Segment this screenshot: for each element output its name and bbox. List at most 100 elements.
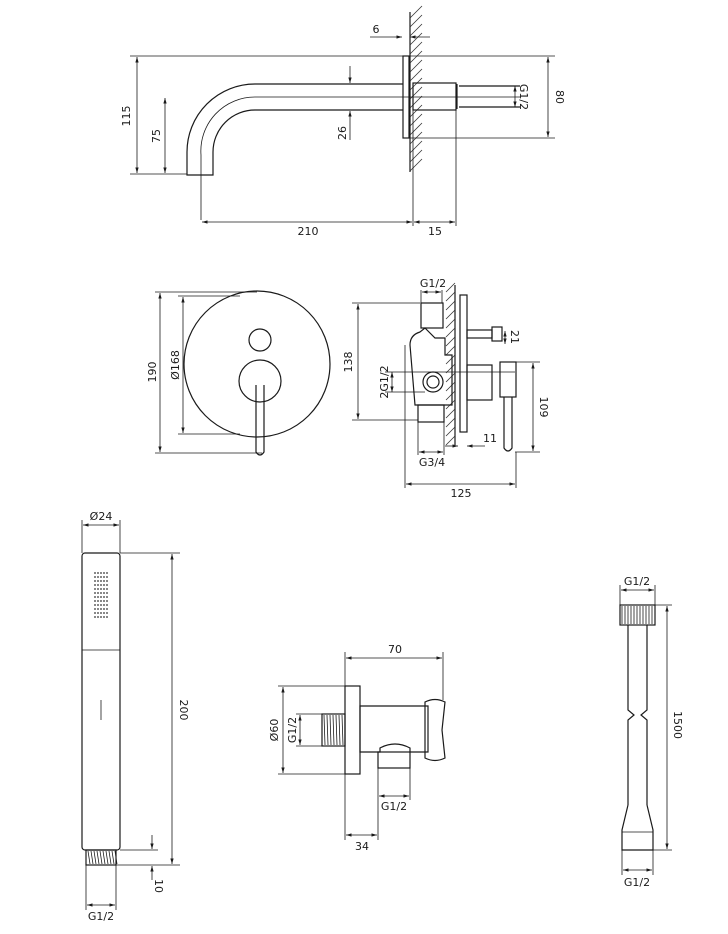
hatch-line bbox=[445, 291, 456, 302]
mixer-lever bbox=[255, 385, 265, 456]
nozzle-dot bbox=[97, 608, 99, 610]
shower-holder bbox=[424, 698, 446, 762]
hatch-line bbox=[332, 714, 335, 746]
dim-1500: 1500 bbox=[671, 711, 684, 739]
nozzle-dot bbox=[94, 604, 96, 606]
nozzle-dot bbox=[106, 584, 108, 586]
dim-24: Ø24 bbox=[90, 510, 113, 523]
hatch-line bbox=[445, 417, 456, 428]
nozzle-dot bbox=[97, 576, 99, 578]
dim-15: 15 bbox=[428, 225, 442, 238]
hatch-line bbox=[445, 282, 456, 293]
nozzle-dot bbox=[106, 600, 108, 602]
inlet-bottom-thread: G3/4 bbox=[419, 456, 445, 469]
nozzle-dot bbox=[106, 604, 108, 606]
nozzle-dot bbox=[94, 616, 96, 618]
hatch-line bbox=[341, 714, 344, 746]
dim-34: 34 bbox=[355, 840, 369, 853]
hatch-line bbox=[409, 50, 423, 64]
hatch-line bbox=[114, 850, 118, 865]
dim-115: 115 bbox=[120, 106, 133, 127]
hatch-line bbox=[329, 714, 332, 746]
hatch-line bbox=[445, 372, 456, 383]
spout-pipe bbox=[186, 83, 403, 176]
dim-26: 26 bbox=[336, 126, 349, 140]
hatch-line bbox=[409, 104, 423, 118]
hatch-line bbox=[102, 850, 106, 865]
nozzle-dot bbox=[103, 584, 105, 586]
inlet-top-thread: G1/2 bbox=[420, 277, 446, 290]
hose-top-thread: G1/2 bbox=[624, 575, 650, 588]
nozzle-dot bbox=[106, 576, 108, 578]
nozzle-dot bbox=[100, 576, 102, 578]
nozzle-dot bbox=[100, 596, 102, 598]
nozzle-dot bbox=[103, 612, 105, 614]
hatch-line bbox=[409, 5, 423, 19]
hatch-line bbox=[445, 435, 456, 446]
hatch-line bbox=[409, 41, 423, 55]
nozzle-dot bbox=[94, 588, 96, 590]
nozzle-dot bbox=[97, 596, 99, 598]
nozzle-dot bbox=[100, 600, 102, 602]
dim-210: 210 bbox=[298, 225, 319, 238]
mixer-front-drawing: 190 Ø168 bbox=[146, 290, 331, 456]
dim-168: Ø168 bbox=[169, 350, 182, 380]
nozzle-dot bbox=[106, 608, 108, 610]
hatch-line bbox=[409, 158, 423, 172]
hatch-line bbox=[338, 714, 341, 746]
hatch-line bbox=[409, 59, 423, 73]
hose-bottom-nut bbox=[621, 804, 654, 851]
nozzle-dot bbox=[103, 588, 105, 590]
elbow-thread bbox=[321, 713, 346, 747]
hatch-line bbox=[105, 850, 109, 865]
hatch-line bbox=[99, 850, 103, 865]
dim-70: 70 bbox=[388, 643, 402, 656]
nozzle-dot bbox=[100, 604, 102, 606]
hatch-line bbox=[111, 850, 115, 865]
spout-thread: G1/2 bbox=[517, 84, 530, 110]
nozzle-dot bbox=[106, 616, 108, 618]
dim-21: 21 bbox=[508, 330, 521, 344]
hatch-line bbox=[445, 300, 456, 311]
hatch-line bbox=[445, 408, 456, 419]
nozzle-dot bbox=[106, 572, 108, 574]
nozzle-dot bbox=[100, 592, 102, 594]
nozzle-dot bbox=[103, 572, 105, 574]
dim-80: 80 bbox=[553, 90, 566, 104]
nozzle-dot bbox=[103, 608, 105, 610]
hatch-line bbox=[445, 318, 456, 329]
hatch-line bbox=[409, 32, 423, 46]
nozzle-dot bbox=[106, 592, 108, 594]
hatch-line bbox=[445, 426, 456, 437]
nozzle-dot bbox=[97, 580, 99, 582]
nozzle-dot bbox=[100, 612, 102, 614]
mixer-handle-base bbox=[238, 359, 282, 403]
dim-11: 11 bbox=[483, 432, 497, 445]
nozzle-dot bbox=[97, 572, 99, 574]
nozzle-dot bbox=[103, 600, 105, 602]
nozzle-dot bbox=[97, 612, 99, 614]
hatch-line bbox=[335, 714, 338, 746]
hatch-line bbox=[409, 68, 423, 82]
nozzle-dot bbox=[100, 608, 102, 610]
dim-60: Ø60 bbox=[268, 719, 281, 742]
hatch-line bbox=[409, 140, 423, 154]
hatch-line bbox=[409, 14, 423, 28]
dim-10: 10 bbox=[152, 879, 165, 893]
hatch-line bbox=[409, 77, 423, 91]
nozzle-dot bbox=[94, 600, 96, 602]
nozzle-dot bbox=[100, 580, 102, 582]
nozzle-dot bbox=[97, 588, 99, 590]
spout-drawing: 6 115 75 26 210 15 G1/2 80 bbox=[120, 5, 566, 238]
hatch-line bbox=[96, 850, 100, 865]
nozzle-dot bbox=[94, 608, 96, 610]
outlet-thread: 2G1/2 bbox=[378, 365, 391, 398]
elbow-bottom-thread: G1/2 bbox=[381, 800, 407, 813]
hatch-line bbox=[87, 850, 91, 865]
hatch-line bbox=[445, 336, 456, 347]
nozzle-dot bbox=[106, 580, 108, 582]
nozzle-dot bbox=[94, 584, 96, 586]
hatch-line bbox=[445, 345, 456, 356]
